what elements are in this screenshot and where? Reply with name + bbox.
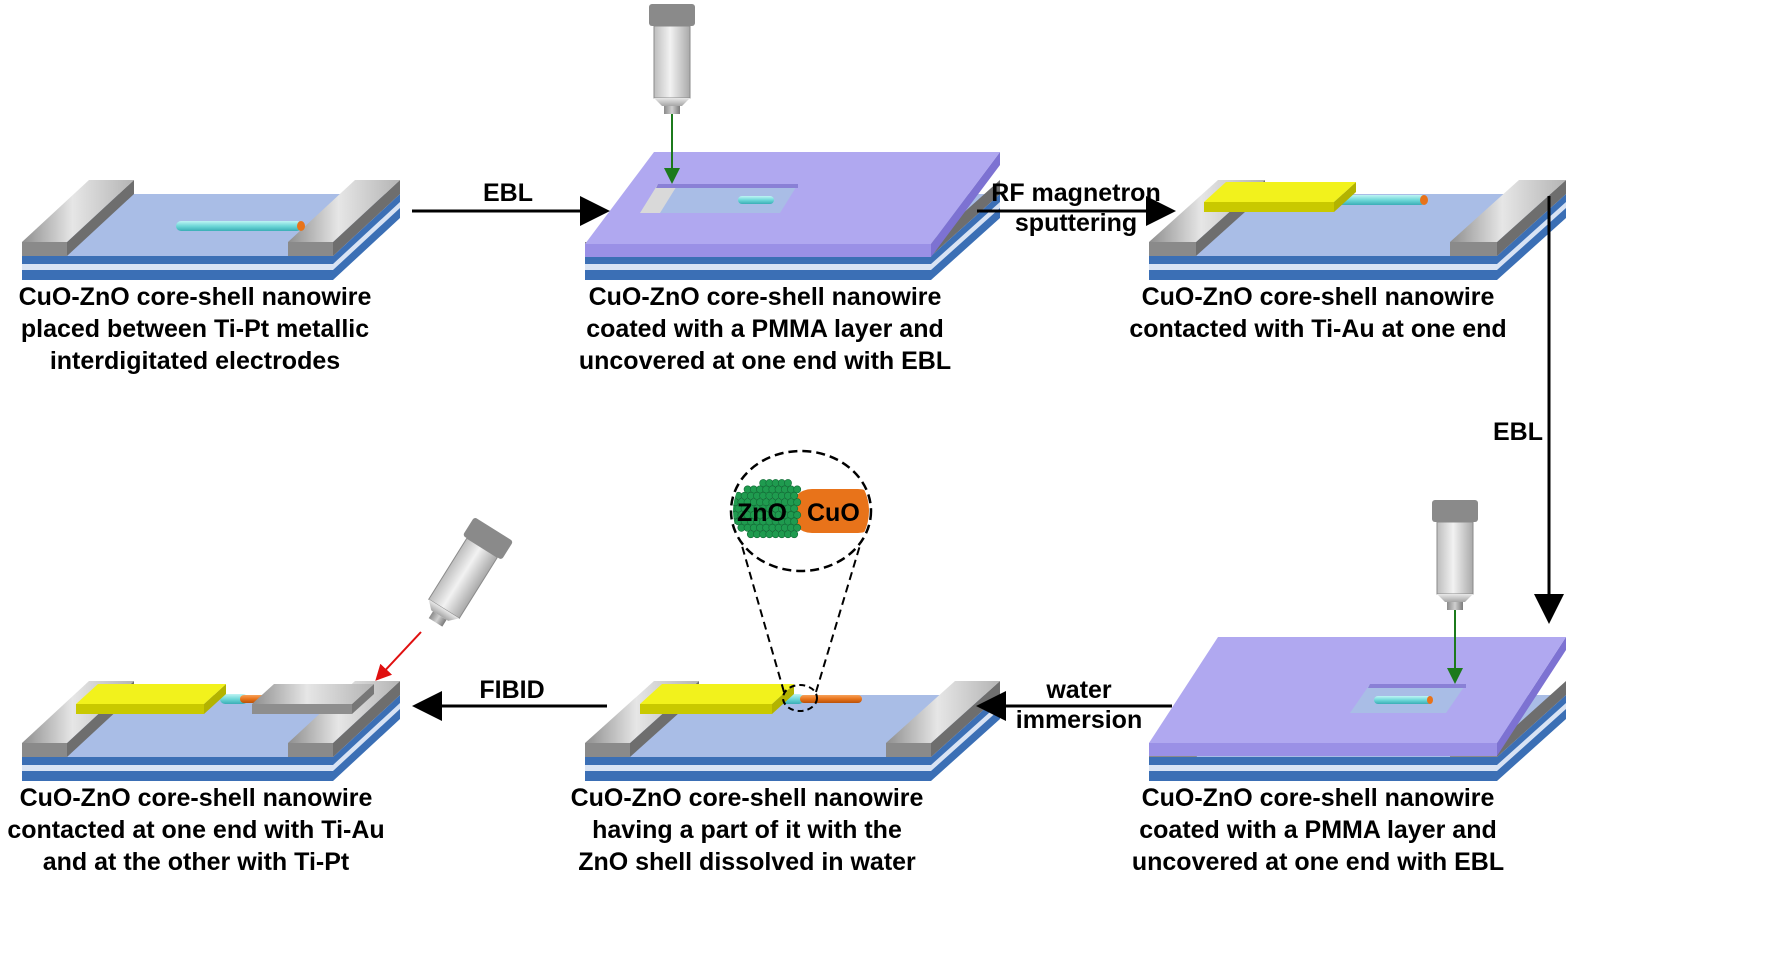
step-1-device <box>22 180 400 280</box>
pmma-opening <box>1350 684 1466 713</box>
zno-particle <box>793 485 802 494</box>
ti-au-contact <box>640 684 794 714</box>
ti-pt-contact <box>252 684 374 714</box>
process-label-rf-sputtering: RF magnetron sputtering <box>991 179 1161 237</box>
step-1-caption: CuO-ZnO core-shell nanowire placed betwe… <box>18 283 372 375</box>
ebl-gun-icon <box>1432 500 1478 684</box>
step-2-device <box>585 4 1000 280</box>
step-4-caption: CuO-ZnO core-shell nanowire coated with … <box>1131 784 1505 876</box>
step-3-caption: CuO-ZnO core-shell nanowire contacted wi… <box>1129 283 1507 343</box>
ebl-gun-icon <box>649 4 695 184</box>
zno-particle <box>790 517 799 526</box>
step-3-device <box>1149 180 1566 280</box>
fibid-gun-icon <box>428 518 513 627</box>
zno-label: ZnO <box>737 499 787 527</box>
zno-particle <box>784 479 792 487</box>
zno-particle <box>793 523 802 532</box>
process-label-ebl-1: EBL <box>483 179 533 207</box>
ti-au-contact <box>76 684 226 714</box>
step-5-caption: CuO-ZnO core-shell nanowire having a par… <box>570 784 924 876</box>
step-6-device <box>22 518 513 781</box>
step-6-caption: CuO-ZnO core-shell nanowire contacted at… <box>7 784 385 876</box>
step-4-device <box>1149 500 1566 781</box>
pmma-opening <box>640 184 798 213</box>
zno-particle <box>790 530 799 539</box>
zno-particle <box>790 491 799 500</box>
ion-beam <box>375 631 422 681</box>
zno-particle-cluster <box>733 479 802 539</box>
process-label-ebl-2: EBL <box>1493 418 1543 446</box>
pmma-layer <box>1149 637 1566 756</box>
process-label-fibid: FIBID <box>479 676 545 704</box>
step-2-caption: CuO-ZnO core-shell nanowire coated with … <box>578 283 952 375</box>
zno-particle <box>793 511 802 519</box>
left-electrode <box>22 180 134 256</box>
zno-particle <box>793 498 802 507</box>
nanowire <box>176 221 305 231</box>
zoom-region <box>782 684 818 712</box>
step-5-device: ZnO CuO <box>585 449 1000 781</box>
process-label-water-immersion: water immersion <box>1015 676 1143 734</box>
ti-au-contact <box>1204 182 1356 212</box>
pmma-layer <box>585 152 1000 257</box>
inset-nanowire-cross-section <box>733 479 869 539</box>
zno-particle <box>790 504 799 513</box>
right-electrode <box>288 180 400 256</box>
cuo-label: CuO <box>807 499 860 527</box>
